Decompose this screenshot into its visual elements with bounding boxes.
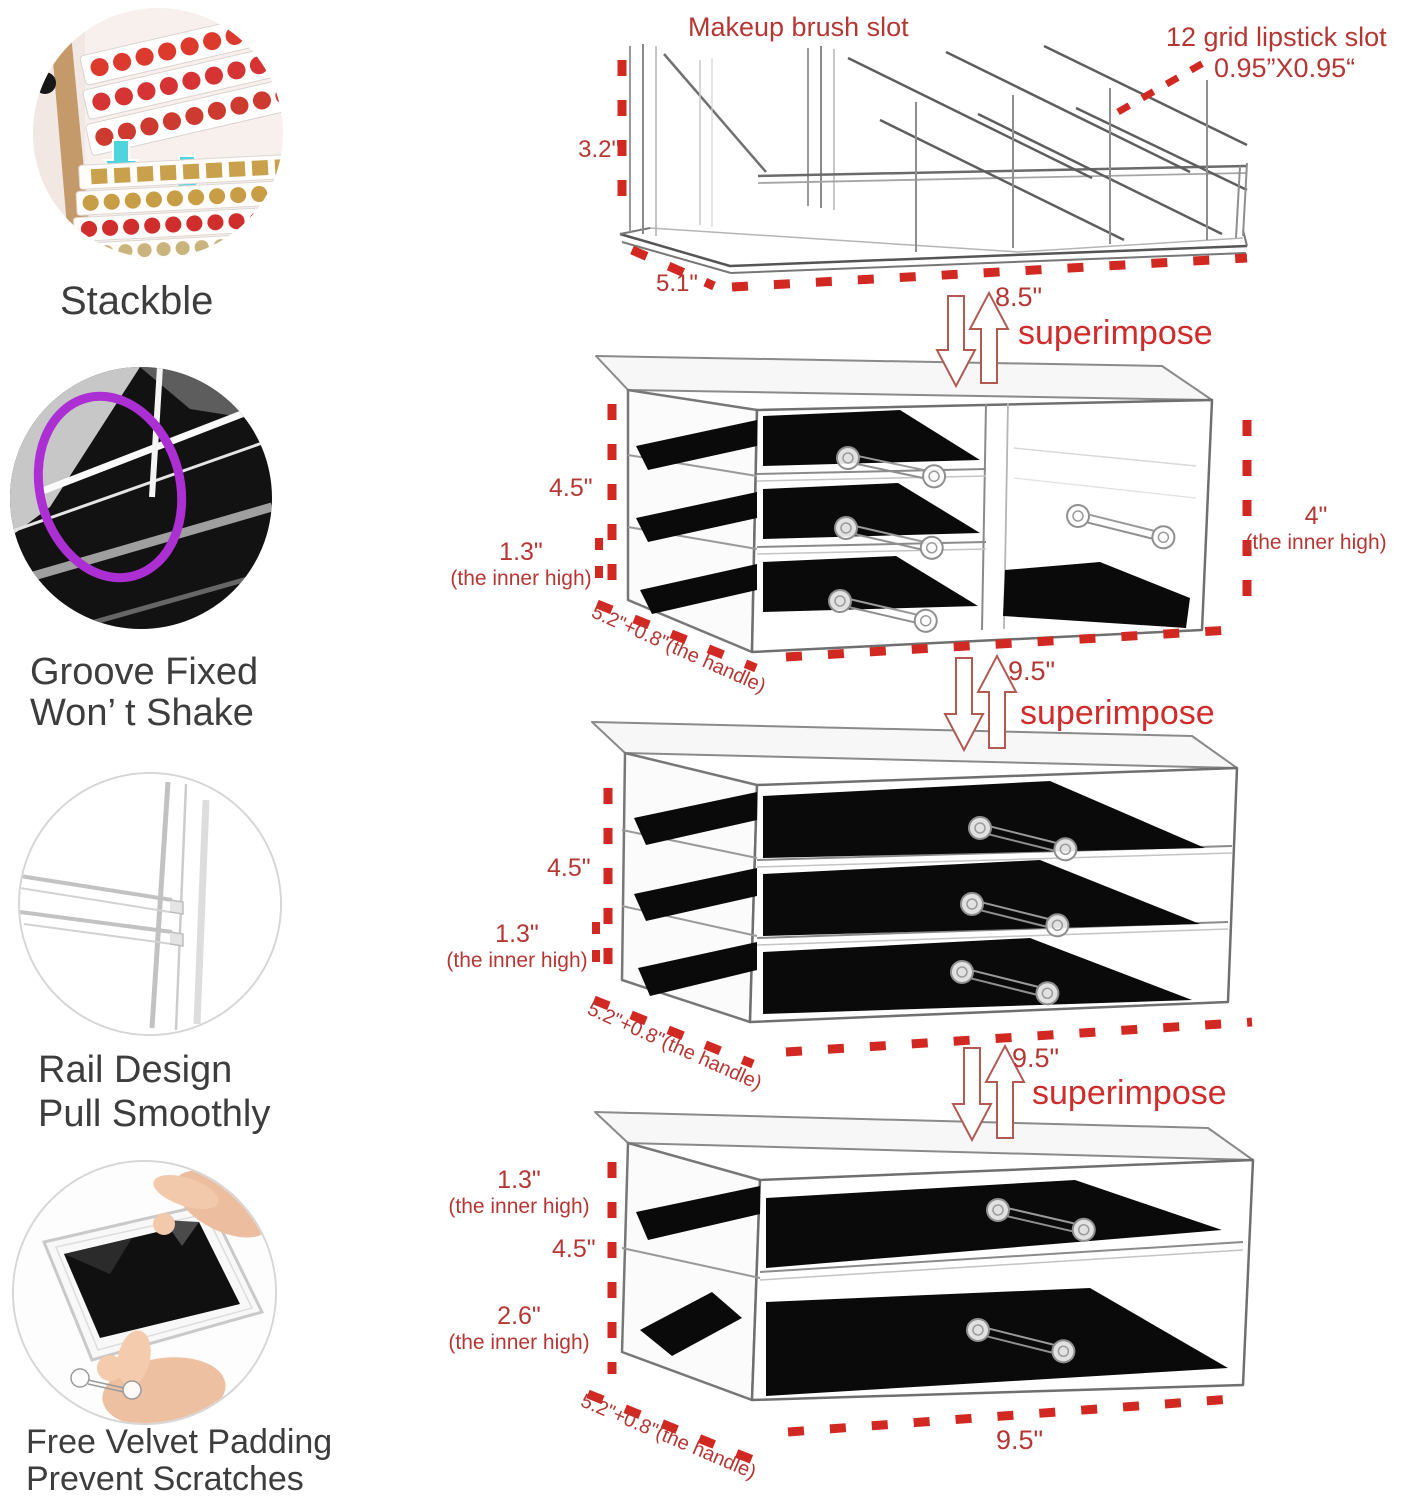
u3-inner-height-label: 1.3" (the inner high) bbox=[432, 920, 602, 973]
top-tray-drawing bbox=[619, 44, 1248, 274]
u2-inner-height-right-note: (the inner high) bbox=[1245, 531, 1387, 554]
dim-line-top-width bbox=[731, 253, 1248, 292]
feature-caption-groove: Groove Fixed Won’ t Shake bbox=[30, 652, 258, 734]
u4-inner-top-value: 1.3" bbox=[497, 1166, 541, 1194]
feature-caption-stackable: Stackble bbox=[60, 279, 214, 323]
dimension-lines bbox=[586, 58, 1253, 1465]
caption-line: Pull Smoothly bbox=[38, 1093, 271, 1135]
lipstick-slot-size-label: 0.95”X0.95“ bbox=[1214, 53, 1356, 83]
u2-inner-height-label: 1.3" (the inner high) bbox=[436, 538, 606, 591]
u3-height-label: 4.5" bbox=[547, 854, 591, 882]
arrow-down-icon bbox=[935, 295, 977, 389]
u2-inner-height-value: 1.3" bbox=[499, 538, 543, 566]
arrow-down-icon bbox=[943, 657, 985, 753]
caption-line: Stackble bbox=[60, 279, 214, 323]
caption-line: Prevent Scratches bbox=[26, 1460, 304, 1498]
four-drawer-unit-drawing bbox=[595, 355, 1214, 654]
u4-height-label: 4.5" bbox=[552, 1235, 596, 1263]
u4-inner-bottom-value: 2.6" bbox=[497, 1302, 541, 1330]
two-drawer-unit-drawing bbox=[594, 1111, 1255, 1402]
slide-rail-photo bbox=[18, 772, 282, 1036]
top-tray-height-label: 3.2" bbox=[578, 136, 620, 163]
rail-photo-art bbox=[20, 774, 280, 1034]
feature-caption-velvet: Free Velvet Padding Prevent Scratches bbox=[26, 1424, 332, 1498]
dim-line-u2-depth bbox=[595, 599, 758, 673]
u2-width-label: 9.5" bbox=[1008, 656, 1056, 686]
u2-inner-height-right-label: 4" (the inner high) bbox=[1238, 502, 1394, 555]
groove-highlight-ring bbox=[33, 391, 187, 583]
u2-inner-height-right-value: 4" bbox=[1304, 502, 1328, 530]
superimpose-label: superimpose bbox=[1020, 694, 1215, 732]
u4-inner-bottom-note: (the inner high) bbox=[448, 1331, 590, 1354]
dim-line-u4-depth bbox=[586, 1389, 755, 1465]
dim-line-u4-width bbox=[787, 1393, 1246, 1437]
hand-bottom bbox=[97, 1330, 226, 1423]
groove-photo-art bbox=[10, 367, 272, 629]
superimpose-arrows bbox=[935, 290, 1026, 1143]
u4-inner-top-note: (the inner high) bbox=[448, 1195, 590, 1218]
caption-line: Free Velvet Padding bbox=[26, 1423, 333, 1461]
dim-line-u2-width bbox=[785, 624, 1248, 662]
arrow-up-icon bbox=[976, 653, 1018, 749]
u3-inner-height-note: (the inner high) bbox=[446, 949, 588, 972]
arrow-up-icon bbox=[984, 1043, 1026, 1139]
caption-line: Groove Fixed bbox=[30, 651, 259, 693]
dim-line-u3-width bbox=[785, 1017, 1253, 1057]
u2-inner-height-note: (the inner high) bbox=[450, 567, 592, 590]
makeup-brush-slot-label: Makeup brush slot bbox=[688, 12, 909, 42]
lipstick-grid bbox=[847, 44, 1248, 242]
dim-line-u3-depth bbox=[592, 995, 755, 1069]
u3-inner-height-value: 1.3" bbox=[495, 920, 539, 948]
dim-line-top-depth bbox=[630, 245, 716, 291]
caption-line: Won’ t Shake bbox=[30, 692, 254, 734]
superimpose-label: superimpose bbox=[1018, 314, 1213, 352]
velvet-padding-photo bbox=[12, 1160, 277, 1425]
groove-corner-photo bbox=[10, 367, 272, 629]
lipstick-slot-label: 12 grid lipstick slot bbox=[1166, 22, 1387, 52]
u4-inner-top-label: 1.3" (the inner high) bbox=[430, 1166, 608, 1219]
u4-inner-bottom-label: 2.6" (the inner high) bbox=[430, 1302, 608, 1355]
drawer-handle-icon bbox=[70, 1368, 142, 1400]
u2-height-label: 4.5" bbox=[549, 474, 593, 502]
top-tray-depth-label: 5.1" bbox=[656, 270, 698, 297]
feature-caption-rail: Rail Design Pull Smoothly bbox=[38, 1048, 270, 1136]
three-drawer-unit-drawing bbox=[591, 721, 1239, 1024]
caption-line: Rail Design bbox=[38, 1049, 233, 1091]
u4-width-label: 9.5" bbox=[996, 1425, 1044, 1455]
superimpose-label: superimpose bbox=[1032, 1074, 1227, 1112]
u3-width-label: 9.5" bbox=[1012, 1043, 1060, 1073]
lipstick-grid-posts bbox=[915, 80, 1248, 252]
arrow-up-icon bbox=[968, 290, 1010, 384]
velvet-photo-art bbox=[14, 1162, 275, 1423]
top-tray-width-label: 8.5" bbox=[995, 282, 1043, 312]
hand-top bbox=[153, 1170, 270, 1238]
arrow-down-icon bbox=[951, 1047, 993, 1143]
